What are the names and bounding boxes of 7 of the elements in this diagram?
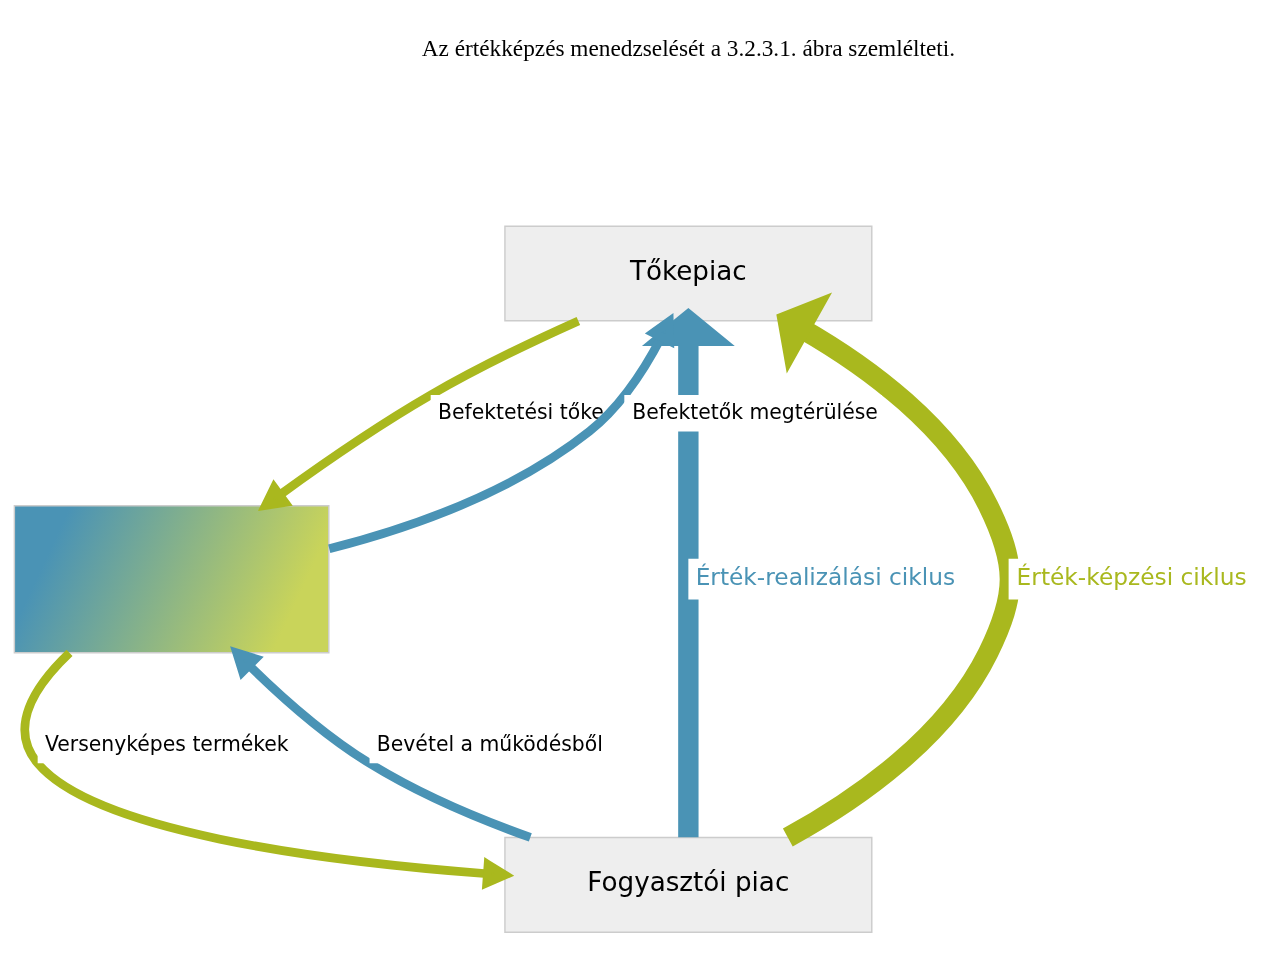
label: Az értékképzés menedzselését a 3.2.3.1. ábra szemlélteti. [421,34,956,61]
edge-label: Befektetési tőke [437,400,604,425]
edge-label: Érték-realizálási ciklus [695,562,956,590]
edge-label: Érték-képzési ciklus [1016,562,1247,590]
edge-label: Bevétel a működésből [376,732,603,757]
edge-label: Befektetők megtérülése [632,400,878,425]
edge-label: Versenyképes termékek [44,732,289,757]
